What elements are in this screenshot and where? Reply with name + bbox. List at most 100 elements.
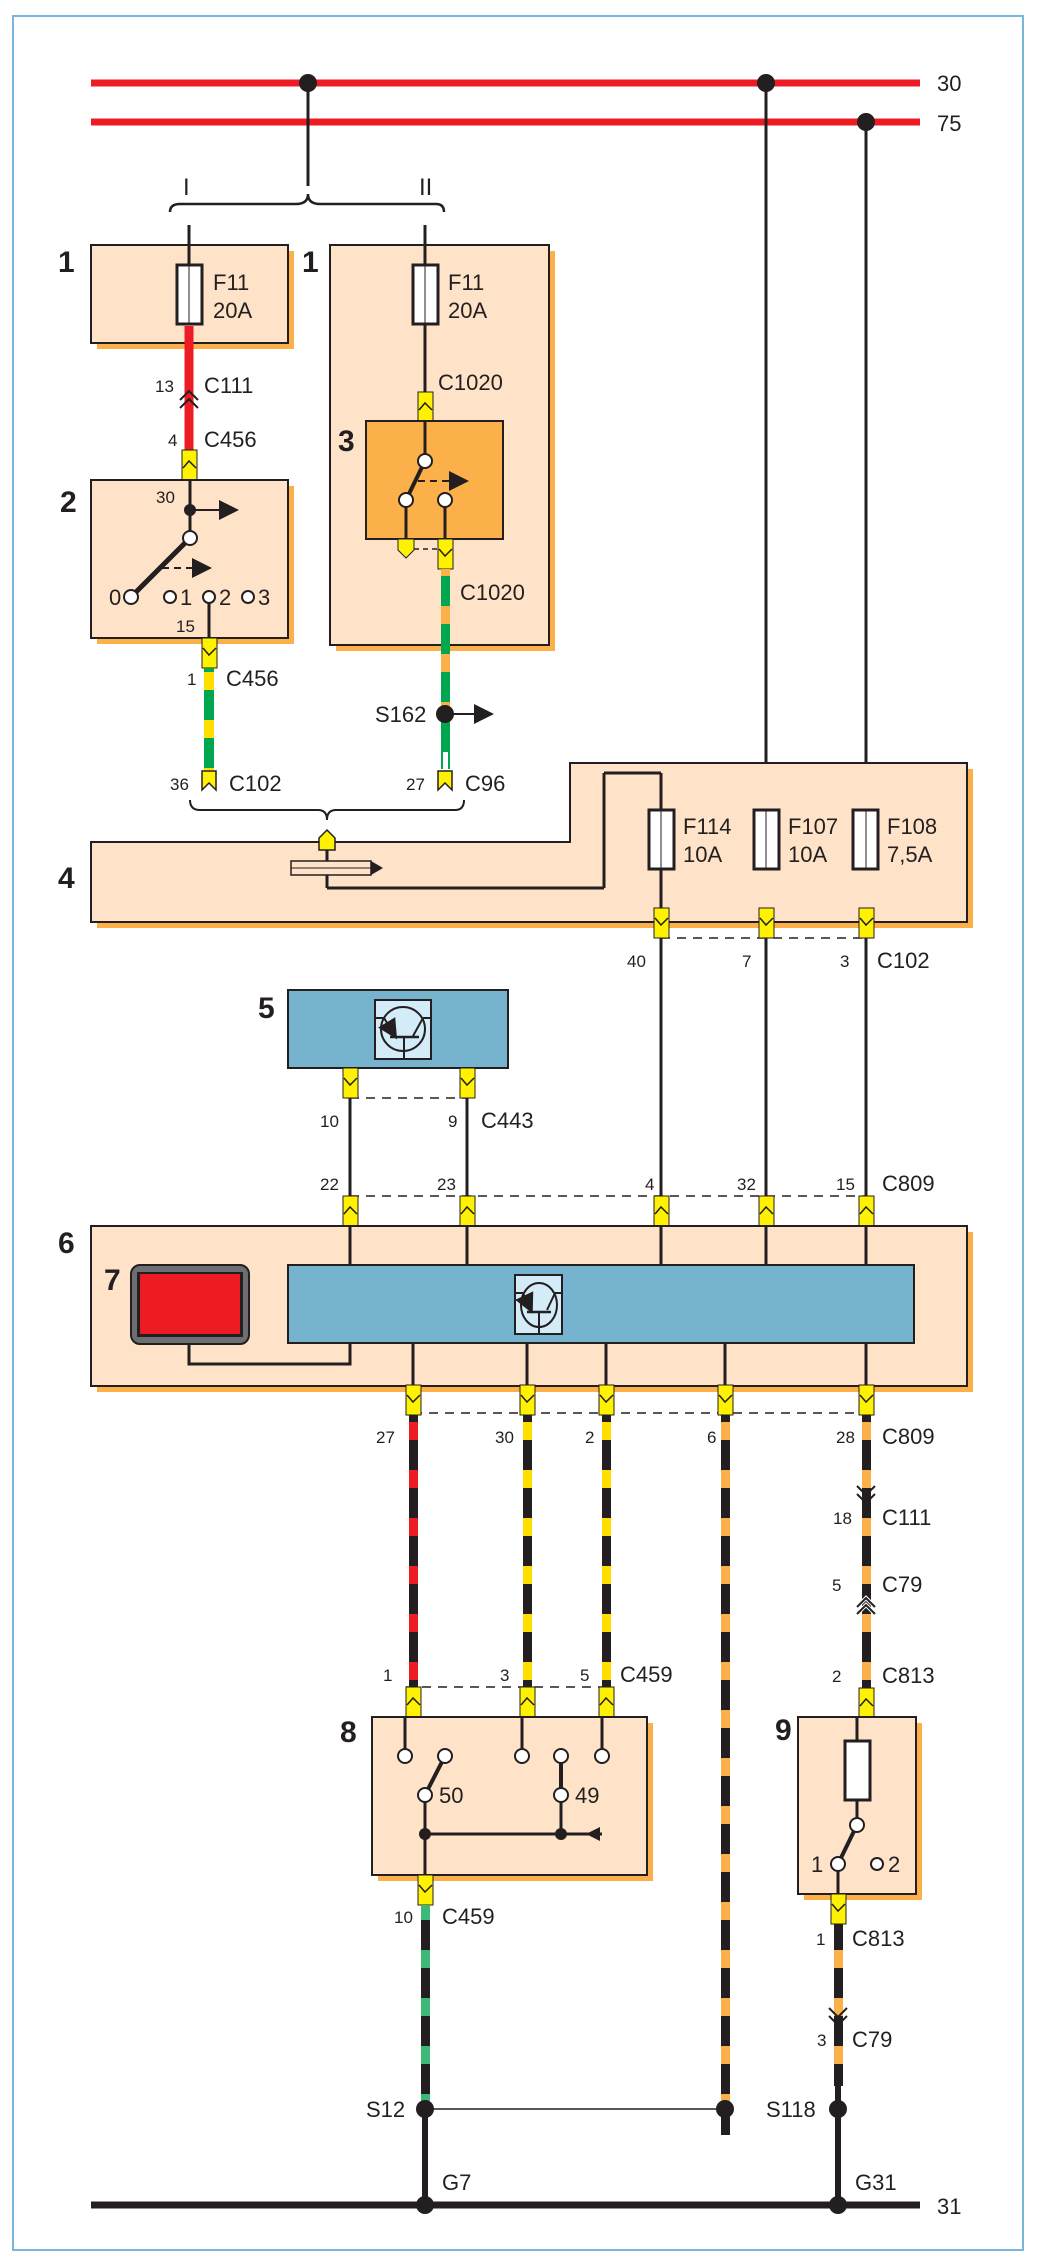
svg-text:20A: 20A bbox=[213, 298, 252, 323]
svg-text:5: 5 bbox=[580, 1666, 589, 1685]
svg-text:F107: F107 bbox=[788, 814, 838, 839]
connector-c459-bottom bbox=[417, 1874, 434, 1906]
wire-black-green bbox=[421, 1905, 430, 2105]
connector-brace bbox=[189, 799, 465, 821]
svg-text:C102: C102 bbox=[229, 771, 282, 796]
svg-text:C96: C96 bbox=[465, 771, 505, 796]
svg-text:50: 50 bbox=[439, 1783, 463, 1808]
svg-text:7: 7 bbox=[742, 952, 751, 971]
svg-text:G31: G31 bbox=[855, 2170, 897, 2195]
component-label-6: 6 bbox=[58, 1227, 75, 1260]
svg-text:1: 1 bbox=[180, 585, 192, 610]
connector-c813-bottom bbox=[830, 1893, 847, 1925]
svg-text:F11: F11 bbox=[213, 270, 249, 295]
connector-c1020-top bbox=[417, 391, 434, 423]
connector-c79-icon bbox=[828, 2007, 848, 2027]
svg-text:5: 5 bbox=[832, 1576, 841, 1595]
component-label-3: 3 bbox=[338, 425, 355, 458]
connector-c102-pin36 bbox=[201, 770, 217, 792]
ground-g31 bbox=[829, 2196, 847, 2214]
svg-text:C79: C79 bbox=[852, 2027, 892, 2052]
switch-8: 50 49 bbox=[371, 1716, 653, 1881]
frame-border bbox=[12, 15, 1024, 2251]
connector-c809-bottom bbox=[405, 1384, 875, 1416]
svg-text:C813: C813 bbox=[852, 1926, 905, 1951]
svg-text:3: 3 bbox=[500, 1666, 509, 1685]
relay-3 bbox=[365, 420, 504, 570]
svg-text:15: 15 bbox=[836, 1175, 855, 1194]
svg-text:C443: C443 bbox=[481, 1108, 534, 1133]
svg-text:S12: S12 bbox=[366, 2097, 405, 2122]
wire-black-red bbox=[409, 1415, 418, 1695]
svg-text:C1020: C1020 bbox=[438, 370, 503, 395]
svg-text:F108: F108 bbox=[887, 814, 937, 839]
warning-lamp-7 bbox=[130, 1264, 250, 1345]
component-label-7: 7 bbox=[104, 1264, 121, 1297]
svg-text:10: 10 bbox=[320, 1112, 339, 1131]
svg-text:F11: F11 bbox=[448, 270, 484, 295]
module-5 bbox=[287, 989, 509, 1069]
component-label-1: 1 bbox=[58, 246, 75, 279]
ignition-switch-2: 30 0 1 2 3 15 bbox=[90, 479, 294, 644]
component-label-4: 4 bbox=[58, 862, 75, 895]
svg-text:S162: S162 bbox=[375, 702, 426, 727]
bus-75-label: 75 bbox=[937, 111, 961, 136]
svg-text:C1020: C1020 bbox=[460, 580, 525, 605]
wire-black-orange bbox=[834, 1924, 843, 2086]
connector-c111-icon bbox=[856, 1485, 876, 1505]
svg-text:22: 22 bbox=[320, 1175, 339, 1194]
connector-c809-top bbox=[342, 1195, 875, 1227]
component-label-9: 9 bbox=[775, 1714, 792, 1747]
svg-text:10A: 10A bbox=[788, 842, 827, 867]
svg-text:23: 23 bbox=[437, 1175, 456, 1194]
svg-text:1: 1 bbox=[187, 670, 196, 689]
svg-text:C459: C459 bbox=[442, 1904, 495, 1929]
svg-text:C79: C79 bbox=[882, 1572, 922, 1597]
svg-text:30: 30 bbox=[495, 1428, 514, 1447]
svg-text:3: 3 bbox=[817, 2031, 826, 2050]
svg-text:4: 4 bbox=[645, 1175, 654, 1194]
connector-c96 bbox=[437, 770, 453, 792]
svg-text:S118: S118 bbox=[766, 2097, 816, 2122]
svg-text:28: 28 bbox=[836, 1428, 855, 1447]
svg-text:10A: 10A bbox=[683, 842, 722, 867]
branch-label-left: I bbox=[183, 174, 190, 201]
svg-text:G7: G7 bbox=[442, 2170, 471, 2195]
connector-c456-bottom bbox=[201, 637, 218, 669]
wire-yellow-green bbox=[204, 668, 214, 770]
switch-9: 1 2 bbox=[797, 1716, 922, 1900]
svg-text:1: 1 bbox=[811, 1852, 823, 1877]
svg-text:C111: C111 bbox=[204, 373, 253, 398]
fuse-box-4: F114 10A F107 10A F108 7,5A bbox=[90, 762, 973, 928]
connector-c111-icon bbox=[179, 389, 199, 409]
branch-brace bbox=[168, 193, 446, 213]
control-module-blue bbox=[287, 1264, 915, 1344]
component-label-2: 2 bbox=[60, 486, 77, 519]
transistor-icon bbox=[514, 1274, 563, 1335]
svg-text:C459: C459 bbox=[620, 1662, 673, 1687]
svg-text:40: 40 bbox=[627, 952, 646, 971]
svg-text:2: 2 bbox=[888, 1852, 900, 1877]
svg-text:13: 13 bbox=[155, 377, 174, 396]
svg-text:C809: C809 bbox=[882, 1424, 935, 1449]
svg-text:C809: C809 bbox=[882, 1171, 935, 1196]
splice-dot bbox=[716, 2100, 734, 2118]
wire-green bbox=[441, 717, 450, 769]
svg-text:15: 15 bbox=[176, 617, 195, 636]
connector-c102-row bbox=[653, 907, 875, 939]
wire-black-orange bbox=[721, 1415, 730, 2135]
svg-text:1: 1 bbox=[816, 1930, 825, 1949]
svg-text:20A: 20A bbox=[448, 298, 487, 323]
svg-text:F114: F114 bbox=[683, 814, 732, 839]
svg-text:2: 2 bbox=[219, 585, 231, 610]
svg-text:27: 27 bbox=[406, 775, 425, 794]
component-label-1b: 1 bbox=[302, 246, 319, 279]
branch-label-right: II bbox=[419, 174, 432, 201]
ground-g7 bbox=[416, 2196, 434, 2214]
svg-text:18: 18 bbox=[833, 1509, 852, 1528]
bus-30-label: 30 bbox=[937, 71, 961, 96]
svg-text:C456: C456 bbox=[226, 666, 279, 691]
svg-text:36: 36 bbox=[170, 775, 189, 794]
svg-text:C102: C102 bbox=[877, 948, 930, 973]
connector-c813-top bbox=[858, 1687, 875, 1719]
